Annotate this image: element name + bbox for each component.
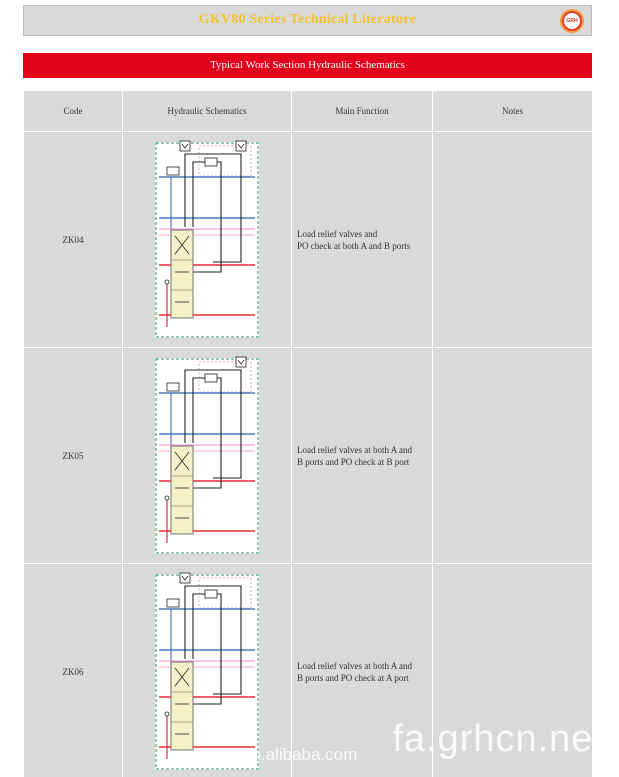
notes-cell <box>432 563 593 777</box>
relief-valve <box>204 373 218 383</box>
hydraulic-schematic <box>123 564 291 777</box>
code-cell: ZK04 <box>23 131 123 348</box>
schematic-svg <box>155 356 259 554</box>
po-check-valve <box>235 356 247 368</box>
relief-valve <box>204 589 218 599</box>
code-cell: ZK05 <box>23 347 123 564</box>
pilot-box <box>198 145 252 177</box>
check-arrow-icon <box>181 575 189 581</box>
pilot-port <box>164 279 170 285</box>
work-port-a-line <box>184 369 242 479</box>
spool-valve <box>170 229 194 319</box>
schematic-cell <box>122 131 292 348</box>
check-arrow-icon <box>181 143 189 149</box>
check-arrow-icon <box>237 359 245 365</box>
function-line: PO check at both A and B ports <box>297 240 411 251</box>
header-title: GKV80 Series Technical Literature <box>198 12 417 27</box>
relief-valve <box>204 157 218 167</box>
watermark-site: fa.grhcn.net <box>392 718 605 760</box>
table-row: ZK05 Load relief valves at both A and B … <box>23 347 593 564</box>
table-row: ZK04 Load relief valves and PO check at … <box>23 131 593 348</box>
column-header-function: Main Function <box>291 90 433 132</box>
pilot-port <box>164 711 170 717</box>
function-line: Load relief valves and <box>297 228 378 239</box>
relief-valve <box>166 598 180 608</box>
function-line: Load relief valves at both A and <box>297 444 412 455</box>
schematic-cell <box>122 347 292 564</box>
relief-valve <box>166 166 180 176</box>
section-outline <box>155 142 259 338</box>
po-check-valve <box>179 140 191 152</box>
flow-arrow <box>174 667 190 687</box>
schematic-cell <box>122 563 292 777</box>
work-port-b-line <box>192 161 222 273</box>
work-port-a-line <box>184 585 242 695</box>
work-port-a-line <box>184 153 242 263</box>
flow-arrow <box>174 451 190 471</box>
grh-logo: GRH <box>560 9 584 33</box>
spool-valve <box>170 445 194 535</box>
flow-arrow <box>174 235 190 255</box>
pilot-port <box>164 495 170 501</box>
section-outline <box>155 358 259 554</box>
table-row: ZK06 Load relief valves at both A and B … <box>23 563 593 777</box>
schematic-svg <box>155 140 259 338</box>
section-banner: Typical Work Section Hydraulic Schematic… <box>23 53 592 78</box>
pilot-box <box>198 577 252 609</box>
check-arrow-icon <box>237 143 245 149</box>
column-header-notes: Notes <box>432 90 593 132</box>
pilot-box <box>198 361 252 393</box>
po-check-valve <box>179 572 191 584</box>
code-cell: ZK06 <box>23 563 123 777</box>
table-header-row: Code Hydraulic Schematics Main Function … <box>23 90 593 132</box>
relief-valve <box>166 382 180 392</box>
function-line: Load relief valves at both A and <box>297 660 412 671</box>
notes-cell <box>432 131 593 348</box>
function-cell: Load relief valves and PO check at both … <box>291 131 433 348</box>
function-cell: Load relief valves at both A and B ports… <box>291 563 433 777</box>
po-check-valve <box>235 140 247 152</box>
logo-text: GRH <box>564 13 580 29</box>
hydraulic-schematic <box>123 132 291 347</box>
function-line: B ports and PO check at B port <box>297 456 410 467</box>
page-header: GKV80 Series Technical Literature GRH <box>23 5 592 36</box>
hydraulic-schematic <box>123 348 291 563</box>
schematics-table: Code Hydraulic Schematics Main Function … <box>23 90 593 777</box>
column-header-schematics: Hydraulic Schematics <box>122 90 292 132</box>
watermark-store: guorui.en.alibaba.com <box>190 745 358 764</box>
notes-cell <box>432 347 593 564</box>
function-cell: Load relief valves at both A and B ports… <box>291 347 433 564</box>
work-port-b-line <box>192 593 222 705</box>
section-outline <box>155 574 259 770</box>
column-header-code: Code <box>23 90 123 132</box>
function-line: B ports and PO check at A port <box>297 672 409 683</box>
schematic-svg <box>155 572 259 770</box>
work-port-b-line <box>192 377 222 489</box>
spool-valve <box>170 661 194 751</box>
